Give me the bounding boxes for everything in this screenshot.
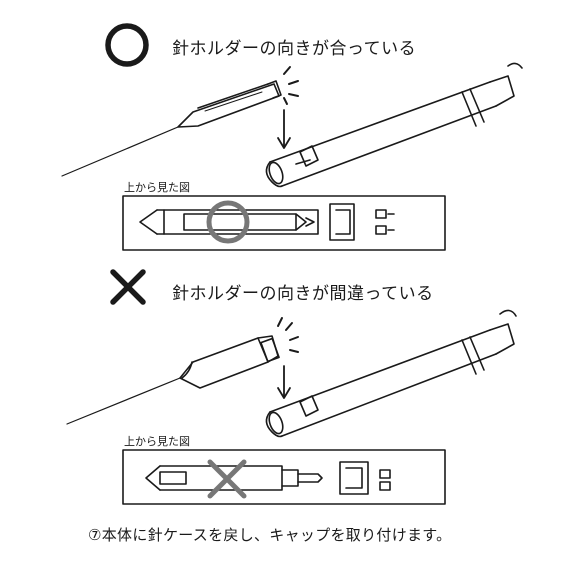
top-view-panel <box>122 195 446 251</box>
correct-circle-icon <box>105 23 149 67</box>
wrong-overlay-cross-icon <box>207 459 247 499</box>
wrong-cross-icon <box>110 269 146 305</box>
top-view-label: 上から見た図 <box>124 181 190 194</box>
top-view-panel <box>122 449 446 505</box>
needle-line <box>61 126 179 177</box>
instruction-text: ⑦本体に針ケースを戻し、キャップを取り付けます。 <box>88 526 452 544</box>
needle-holder-wrong <box>179 335 280 389</box>
top-view-label: 上から見た図 <box>124 435 190 448</box>
down-arrow-icon <box>277 109 291 149</box>
spark-icon <box>283 66 299 105</box>
down-arrow-icon <box>277 365 291 399</box>
needle-line <box>66 377 181 425</box>
correct-overlay-circle-icon <box>206 200 250 244</box>
pen-body <box>265 62 523 188</box>
pen-body <box>265 309 517 438</box>
spark-icon <box>277 317 299 353</box>
needle-holder <box>177 80 282 128</box>
wrong-heading: 針ホルダーの向きが間違っている <box>172 284 434 304</box>
top-view-holder-wrong <box>145 461 391 495</box>
top-view-holder <box>139 203 395 241</box>
correct-heading: 針ホルダーの向きが合っている <box>172 39 417 59</box>
